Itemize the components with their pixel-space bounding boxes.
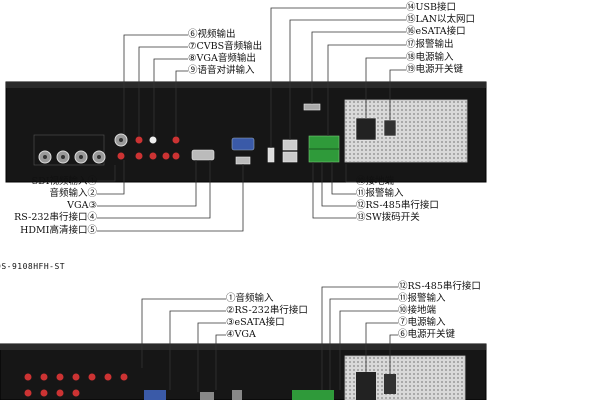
bottom-callout-power-switch: ⑥电源开关键: [398, 329, 456, 340]
callout-power-switch: ⑲电源开关键: [406, 64, 464, 75]
bottom-callout-alarm-in: ⑪报警输入: [398, 293, 446, 304]
bottom-callout-audio-in: ①音频输入: [226, 293, 274, 304]
sdi-bnc-connectors: [38, 133, 128, 164]
bottom-callout-rs485: ⑫RS-485串行接口: [398, 281, 481, 292]
bottom-callout-ground: ⑩接地端: [398, 305, 437, 316]
callout-cvbs-audio-out: ⑦CVBS音频输出: [188, 41, 263, 52]
callout-power-in: ⑱电源输入: [406, 52, 454, 63]
top-leader-lines: [97, 7, 406, 232]
callout-audio-in: 音频输入②: [49, 188, 97, 199]
rca-audio-jacks: [117, 136, 180, 160]
callout-esata: ⑯eSATA接口: [406, 26, 466, 37]
callout-rs232: RS-232串行接口④: [14, 212, 97, 223]
bottom-callout-power-in: ⑦电源输入: [398, 317, 446, 328]
callout-alarm-out: ⑰报警输出: [406, 39, 454, 50]
callout-vga: VGA③: [67, 200, 97, 211]
model-label: DS-9108HFH-ST: [0, 262, 66, 271]
callout-hdmi: HDMI高清接口⑤: [20, 225, 97, 236]
callout-vga-audio-out: ⑧VGA音频输出: [188, 53, 256, 64]
bottom-callout-esata: ③eSATA接口: [226, 317, 285, 328]
callout-ground: ⑩接地端: [356, 176, 395, 187]
bottom-callout-vga: ④VGA: [226, 329, 256, 340]
bottom-dvr-chassis: [0, 343, 487, 400]
bottom-callout-rs232: ②RS-232串行接口: [226, 305, 308, 316]
callout-video-out: ⑥视频输出: [188, 29, 236, 40]
callout-sdi-video-in: SDI视频输入①: [31, 176, 97, 187]
callout-lan: ⑮LAN以太网口: [406, 14, 475, 25]
callout-rs485: ⑫RS-485串行接口: [356, 200, 439, 211]
bottom-rca-jacks: [24, 373, 128, 397]
top-dvr-chassis: [5, 81, 487, 183]
bottom-leader-lines: [141, 286, 398, 392]
callout-usb: ⑭USB接口: [406, 2, 457, 13]
callout-sw-dip: ⑬SW拨码开关: [356, 212, 420, 223]
callout-voice-talk-in: ⑨语音对讲输入: [188, 65, 255, 76]
callout-alarm-in: ⑪报警输入: [356, 188, 404, 199]
